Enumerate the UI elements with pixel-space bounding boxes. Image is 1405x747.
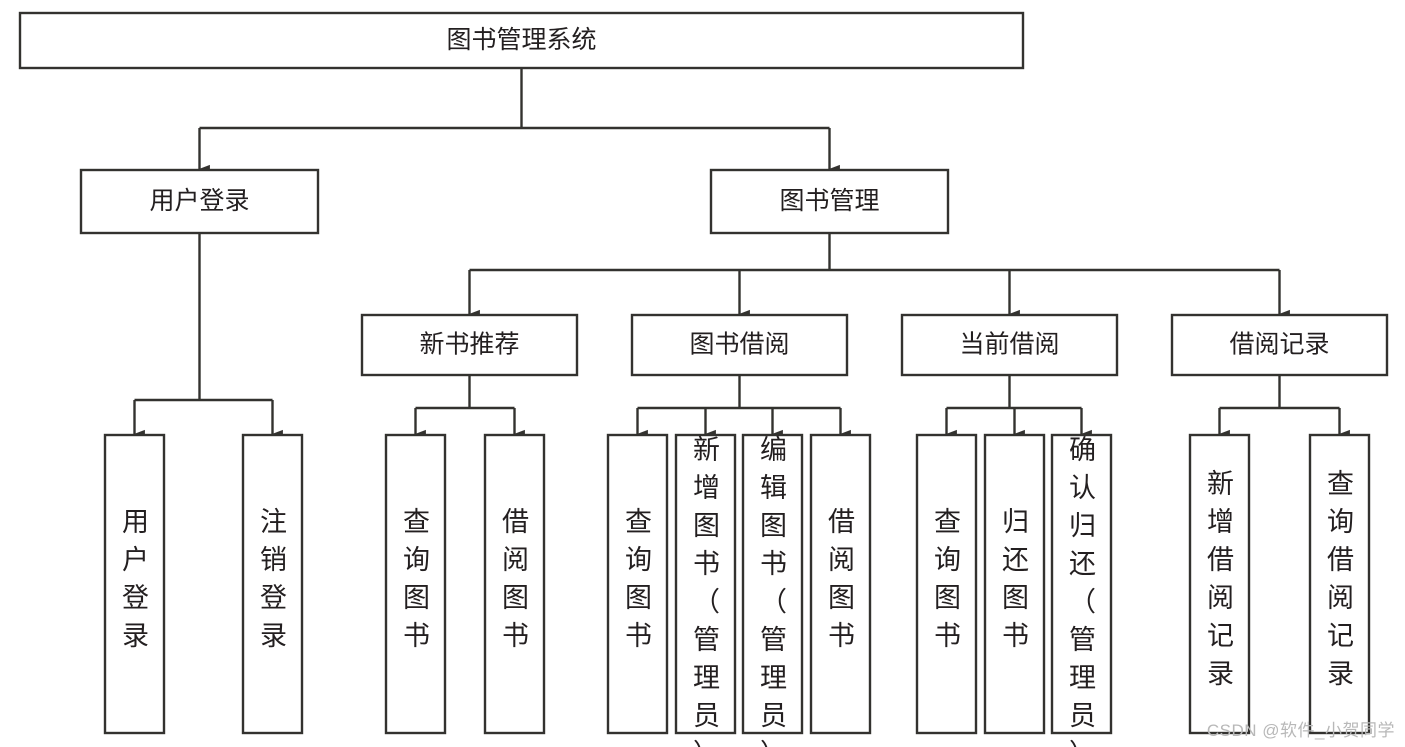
node-user-login[interactable]: 用户登录 <box>79 168 320 235</box>
node-book-management[interactable]: 图书管理 <box>709 168 950 235</box>
node-leaf-logout[interactable]: 注销登录 <box>241 433 304 735</box>
connector-lines <box>133 68 1350 439</box>
node-box-leaf-user-login[interactable] <box>103 433 166 735</box>
node-box-leaf-return-book[interactable] <box>983 433 1046 735</box>
node-leaf-borrow-book-1[interactable]: 借阅图书 <box>483 433 546 735</box>
node-label-leaf-query-book-2: 查询图书 <box>625 507 652 651</box>
node-box-leaf-query-book-3[interactable] <box>915 433 978 735</box>
node-label-leaf-add-book: 新增图书（管理员） <box>693 435 720 747</box>
node-leaf-borrow-book-2[interactable]: 借阅图书 <box>809 433 872 735</box>
node-label-leaf-borrow-book-2: 借阅图书 <box>828 507 855 651</box>
node-label-leaf-confirm-return: 确认归还（管理员） <box>1069 435 1096 747</box>
node-box-leaf-add-record[interactable] <box>1188 433 1251 735</box>
node-leaf-edit-book[interactable]: 编辑图书（管理员） <box>741 433 804 747</box>
node-box-new-book-recommend[interactable] <box>360 313 579 377</box>
node-root[interactable]: 图书管理系统 <box>18 11 1025 70</box>
node-box-book-management[interactable] <box>709 168 950 235</box>
node-box-book-borrow[interactable] <box>630 313 849 377</box>
node-label-new-book-recommend: 新书推荐 <box>419 331 519 359</box>
node-box-current-borrow[interactable] <box>900 313 1119 377</box>
node-label-leaf-query-record: 查询借阅记录 <box>1327 469 1354 689</box>
node-borrow-record[interactable]: 借阅记录 <box>1170 313 1389 377</box>
node-box-leaf-logout[interactable] <box>241 433 304 735</box>
node-box-user-login[interactable] <box>79 168 320 235</box>
node-box-leaf-add-book[interactable] <box>674 433 737 735</box>
node-label-user-login: 用户登录 <box>149 187 249 215</box>
node-label-leaf-logout: 注销登录 <box>260 507 287 651</box>
node-label-borrow-record: 借阅记录 <box>1229 331 1329 359</box>
node-leaf-add-book[interactable]: 新增图书（管理员） <box>674 433 737 747</box>
node-leaf-query-book-2[interactable]: 查询图书 <box>606 433 669 735</box>
node-box-leaf-borrow-book-1[interactable] <box>483 433 546 735</box>
node-leaf-query-book-3[interactable]: 查询图书 <box>915 433 978 735</box>
node-box-leaf-edit-book[interactable] <box>741 433 804 735</box>
node-box-leaf-query-record[interactable] <box>1308 433 1371 735</box>
node-label-leaf-query-book-1: 查询图书 <box>403 507 430 651</box>
node-label-book-management: 图书管理 <box>779 187 879 215</box>
node-current-borrow[interactable]: 当前借阅 <box>900 313 1119 377</box>
node-box-leaf-borrow-book-2[interactable] <box>809 433 872 735</box>
node-leaf-add-record[interactable]: 新增借阅记录 <box>1188 433 1251 735</box>
node-box-leaf-query-book-2[interactable] <box>606 433 669 735</box>
node-label-leaf-edit-book: 编辑图书（管理员） <box>760 435 787 747</box>
node-box-root[interactable] <box>18 11 1025 70</box>
node-label-leaf-borrow-book-1: 借阅图书 <box>502 507 529 651</box>
node-leaf-user-login[interactable]: 用户登录 <box>103 433 166 735</box>
node-leaf-query-book-1[interactable]: 查询图书 <box>384 433 447 735</box>
node-label-current-borrow: 当前借阅 <box>959 331 1059 359</box>
node-box-leaf-query-book-1[interactable] <box>384 433 447 735</box>
node-new-book-recommend[interactable]: 新书推荐 <box>360 313 579 377</box>
node-label-leaf-query-book-3: 查询图书 <box>934 507 961 651</box>
node-leaf-confirm-return[interactable]: 确认归还（管理员） <box>1050 433 1113 747</box>
node-label-root: 图书管理系统 <box>446 26 596 54</box>
node-box-borrow-record[interactable] <box>1170 313 1389 377</box>
node-label-leaf-add-record: 新增借阅记录 <box>1207 469 1234 689</box>
node-leaf-query-record[interactable]: 查询借阅记录 <box>1308 433 1371 735</box>
node-box-leaf-confirm-return[interactable] <box>1050 433 1113 735</box>
node-book-borrow[interactable]: 图书借阅 <box>630 313 849 377</box>
node-leaf-return-book[interactable]: 归还图书 <box>983 433 1046 735</box>
node-label-leaf-user-login: 用户登录 <box>122 507 149 651</box>
node-boxes: 图书管理系统用户登录图书管理新书推荐图书借阅当前借阅借阅记录用户登录注销登录查询… <box>18 11 1389 747</box>
node-label-leaf-return-book: 归还图书 <box>1002 507 1029 651</box>
node-label-book-borrow: 图书借阅 <box>689 331 789 359</box>
